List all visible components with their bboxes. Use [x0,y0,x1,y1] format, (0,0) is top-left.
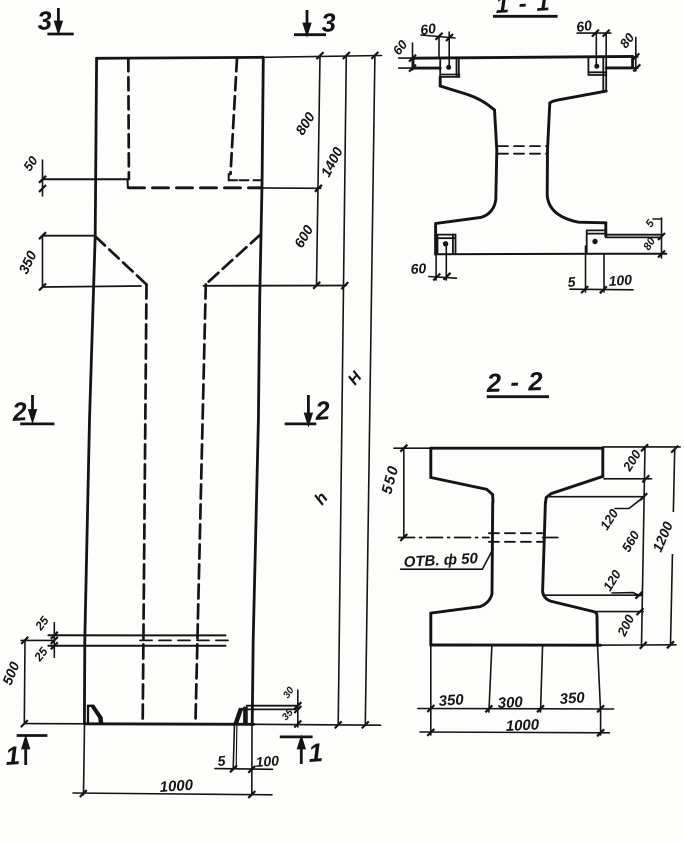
svg-text:2 - 2: 2 - 2 [485,366,544,398]
svg-text:500: 500 [0,659,23,687]
svg-text:100: 100 [255,752,280,770]
svg-text:ОТВ. ф 50: ОТВ. ф 50 [403,550,479,571]
svg-text:350: 350 [15,248,39,276]
svg-text:1000: 1000 [505,716,540,735]
svg-text:1: 1 [4,740,21,771]
svg-text:h: h [311,488,332,508]
svg-text:3: 3 [36,5,53,36]
svg-text:800: 800 [292,109,318,137]
svg-text:50: 50 [20,153,41,174]
svg-text:25: 25 [31,644,51,664]
svg-text:2: 2 [10,396,28,427]
svg-text:25: 25 [32,613,52,633]
svg-text:2: 2 [313,395,331,426]
svg-text:80: 80 [617,30,638,51]
svg-text:200: 200 [614,612,638,640]
svg-text:60: 60 [390,37,411,58]
svg-text:350: 350 [438,691,465,710]
svg-text:120: 120 [600,567,625,594]
svg-text:3: 3 [320,7,337,38]
svg-text:60: 60 [575,17,593,35]
svg-text:1 - 1: 1 - 1 [495,0,552,19]
svg-text:120: 120 [597,506,622,533]
svg-text:60: 60 [419,20,437,38]
svg-text:30: 30 [281,685,297,701]
svg-text:600: 600 [291,222,317,250]
svg-text:350: 350 [559,689,586,708]
svg-text:H: H [345,368,366,388]
svg-text:1000: 1000 [159,777,194,796]
svg-text:5: 5 [217,752,226,769]
svg-text:560: 560 [619,528,643,555]
svg-text:300: 300 [497,694,524,712]
svg-text:60: 60 [410,260,427,277]
svg-text:5: 5 [567,273,576,290]
svg-text:550: 550 [378,463,402,496]
svg-text:1: 1 [307,737,324,768]
svg-text:1400: 1400 [317,144,345,179]
svg-text:100: 100 [608,271,633,289]
